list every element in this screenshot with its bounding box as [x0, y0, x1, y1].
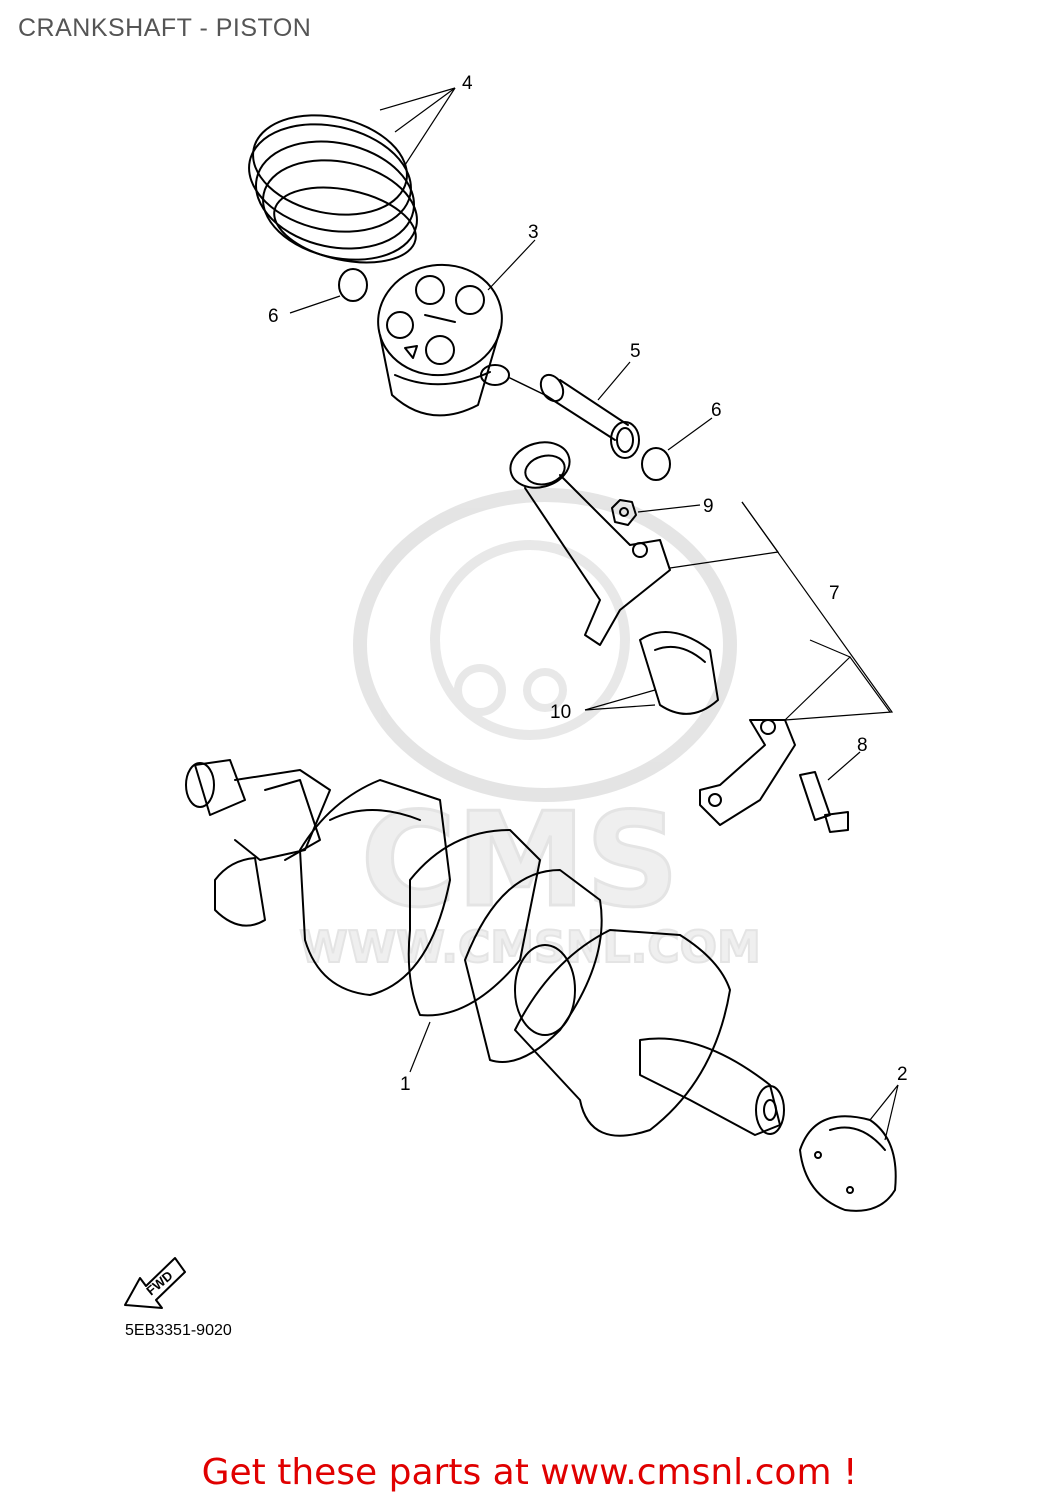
main-bearing: [799, 1115, 897, 1212]
callout-6a: 6: [268, 306, 279, 327]
piston: [377, 263, 510, 417]
callout-7: 7: [829, 583, 840, 604]
circlip-lower: [641, 447, 671, 481]
piston-pin: [539, 373, 640, 459]
fwd-arrow-icon: [124, 1257, 186, 1309]
conrod-bearings: [639, 631, 719, 715]
callout-4: 4: [462, 73, 473, 94]
fwd-label: FWD: [143, 1268, 175, 1299]
callout-10: 10: [550, 702, 571, 723]
part-code: 5EB3351-9020: [125, 1322, 232, 1339]
callout-1: 1: [400, 1074, 411, 1095]
callout-5: 5: [630, 341, 641, 362]
callout-6b: 6: [711, 400, 722, 421]
page-title: CRANKSHAFT - PISTON: [18, 14, 312, 42]
leader-lines: [289, 87, 899, 1141]
crankshaft: [185, 759, 785, 1137]
connecting-rod: [509, 441, 671, 646]
watermark-brand: CMS: [361, 784, 679, 936]
callout-9: 9: [703, 496, 714, 517]
watermark-url: WWW.CMSNL.COM: [299, 922, 761, 973]
callout-8: 8: [857, 735, 868, 756]
get-parts-link[interactable]: Get these parts at www.cmsnl.com !: [201, 1452, 858, 1493]
conrod-cap: [699, 719, 796, 826]
conrod-nut: [611, 499, 637, 526]
circlip-upper: [338, 268, 368, 302]
callout-3: 3: [528, 222, 539, 243]
callout-2: 2: [897, 1064, 908, 1085]
piston-rings: [248, 114, 418, 264]
conrod-bolt: [799, 771, 849, 833]
cms-watermark: CMS WWW.CMSNL.COM: [298, 488, 762, 974]
